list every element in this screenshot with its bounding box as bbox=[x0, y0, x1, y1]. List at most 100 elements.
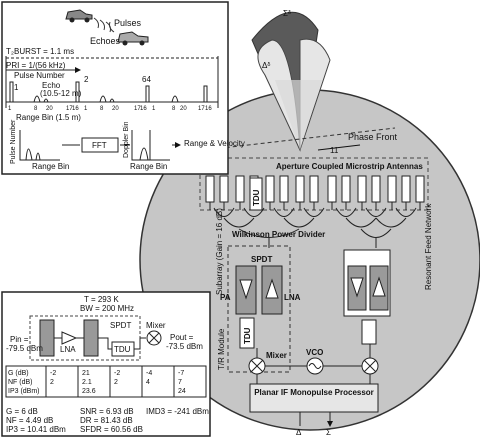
wave-arcs bbox=[93, 17, 115, 33]
pulse-train bbox=[6, 81, 218, 103]
noise-row-label: NF (dB) bbox=[8, 379, 33, 386]
tdu2-block bbox=[239, 317, 255, 349]
pin-label: Pin = bbox=[10, 335, 29, 344]
antennas-label: Aperture Coupled Microstrip Antennas bbox=[276, 162, 423, 171]
tick-20b: 20 bbox=[112, 106, 119, 112]
antenna-element bbox=[265, 175, 275, 203]
echo-range-label: (10.5-12 m) bbox=[40, 89, 82, 98]
doppler-bin-label: Doppler Bin bbox=[123, 121, 130, 158]
fft-chain bbox=[19, 130, 180, 161]
if-processor-block bbox=[249, 383, 379, 413]
tick-8b: 8 bbox=[100, 106, 104, 112]
car-icon-1 bbox=[65, 9, 93, 23]
lna-label: LNA bbox=[284, 293, 301, 302]
tr-module-label: T/R Module bbox=[217, 328, 226, 370]
antenna-element bbox=[309, 175, 319, 203]
noise-cell: -2 bbox=[114, 370, 120, 377]
tick-8c: 8 bbox=[172, 106, 176, 112]
t-burst-label: T₂BURST = 1.1 ms bbox=[6, 47, 74, 56]
sfdr-value: SFDR = 60.56 dB bbox=[80, 425, 143, 434]
echoes-label: Echoes bbox=[90, 36, 121, 46]
antenna-element bbox=[327, 175, 337, 203]
phase-front-label: Phase Front bbox=[348, 132, 398, 142]
noise-cell: 21 bbox=[82, 370, 90, 377]
total-ip3: IP3 = 10.41 dBm bbox=[6, 425, 66, 434]
delta-output-label: Δ bbox=[296, 428, 302, 437]
tick-17b: 17 bbox=[134, 106, 141, 112]
tick-16b: 16 bbox=[140, 106, 147, 112]
noise-cell: -2 bbox=[50, 370, 56, 377]
tick-20c: 20 bbox=[180, 106, 187, 112]
pri-label: PRI = 1/(56 kHz) bbox=[6, 61, 66, 70]
snr-value: SNR = 6.93 dB bbox=[80, 407, 134, 416]
echo-label: Echo bbox=[42, 81, 61, 90]
lna-text: LNA bbox=[60, 345, 76, 354]
noise-cell: 23.6 bbox=[82, 388, 96, 395]
tick-20: 20 bbox=[46, 106, 53, 112]
tdu-block bbox=[249, 177, 263, 211]
wilkinson-label: Wilkinson Power Divider bbox=[232, 230, 325, 239]
imd3-value: IMD3 = -241 dBm bbox=[146, 407, 209, 416]
noise-row-label: G (dB) bbox=[8, 370, 29, 377]
pa-amp bbox=[239, 279, 253, 300]
noise-cell: 4 bbox=[146, 379, 150, 386]
pulses-label: Pulses bbox=[114, 18, 142, 28]
antenna-element bbox=[415, 175, 425, 203]
n64-label: 64 bbox=[142, 75, 151, 84]
fft-label: FFT bbox=[92, 141, 107, 150]
noise-row-label: IP3 (dBm) bbox=[8, 388, 40, 395]
range-bin-label: Range Bin (1.5 m) bbox=[16, 113, 81, 122]
mixer-label: Mixer bbox=[266, 351, 287, 360]
antenna-element bbox=[219, 175, 229, 203]
tick-8: 8 bbox=[34, 106, 38, 112]
lna-amp-right bbox=[372, 276, 386, 297]
resonant-feed-label: Resonant Feed Network bbox=[424, 203, 433, 290]
dr-value: DR = 81.43 dB bbox=[80, 416, 133, 425]
antenna-element bbox=[371, 175, 381, 203]
feed-network bbox=[213, 207, 417, 248]
temperature-label: T = 293 K bbox=[84, 295, 119, 304]
sum-beam-label: Σᵟ bbox=[283, 9, 291, 18]
sum-output-label: Σ bbox=[326, 428, 331, 437]
tick-1c: 1 bbox=[152, 106, 156, 112]
pout-value: -73.5 dBm bbox=[166, 342, 203, 351]
n2-label: 2 bbox=[84, 75, 89, 84]
antenna-element bbox=[235, 175, 245, 203]
pa-amp-right bbox=[350, 277, 364, 298]
antenna-element bbox=[341, 175, 351, 203]
tick-16c: 16 bbox=[205, 106, 212, 112]
tdu2-label: TDU bbox=[243, 327, 252, 344]
noise-cell: 2 bbox=[114, 379, 118, 386]
antenna-element bbox=[401, 175, 411, 203]
n1-label: 1 bbox=[14, 83, 19, 92]
phase-front-line bbox=[204, 127, 396, 151]
total-gain: G = 6 dB bbox=[6, 407, 38, 416]
tdu-text: TDU bbox=[114, 345, 131, 354]
range-velocity-label: Range & Velocity bbox=[184, 139, 245, 148]
spdt-label: SPDT bbox=[251, 255, 272, 264]
difference-beam-label: Δᵟ bbox=[262, 61, 270, 70]
pout-label: Pout = bbox=[170, 333, 194, 342]
bandwidth-label: BW = 200 MHz bbox=[80, 304, 134, 313]
range-bin-a-label: Range Bin bbox=[32, 162, 69, 171]
noise-cell: 2 bbox=[50, 379, 54, 386]
tdu-block-right bbox=[361, 319, 377, 345]
tick-16a: 16 bbox=[72, 106, 79, 112]
pin-value: -79.5 dBm bbox=[6, 344, 43, 353]
mixer-text: Mixer bbox=[146, 321, 166, 330]
antenna-element bbox=[387, 175, 397, 203]
spdt-text: SPDT bbox=[110, 321, 131, 330]
noise-cell: 2.1 bbox=[82, 379, 92, 386]
noise-table: G (dB)NF (dB)IP3 (dBm)-22212.123.6-22-44… bbox=[5, 365, 207, 398]
noise-cell: 7 bbox=[178, 379, 182, 386]
pulse-number-v-label: Pulse Number bbox=[10, 119, 17, 164]
tick-17c: 17 bbox=[198, 106, 205, 112]
antenna-element bbox=[357, 175, 367, 203]
rx-switch-right bbox=[83, 319, 99, 357]
if-processor-label: Planar IF Monopulse Processor bbox=[254, 388, 374, 397]
car-icon-2 bbox=[117, 31, 149, 46]
tick-17a: 17 bbox=[66, 106, 73, 112]
beam-lobes bbox=[251, 11, 331, 152]
noise-cell: 24 bbox=[178, 388, 186, 395]
